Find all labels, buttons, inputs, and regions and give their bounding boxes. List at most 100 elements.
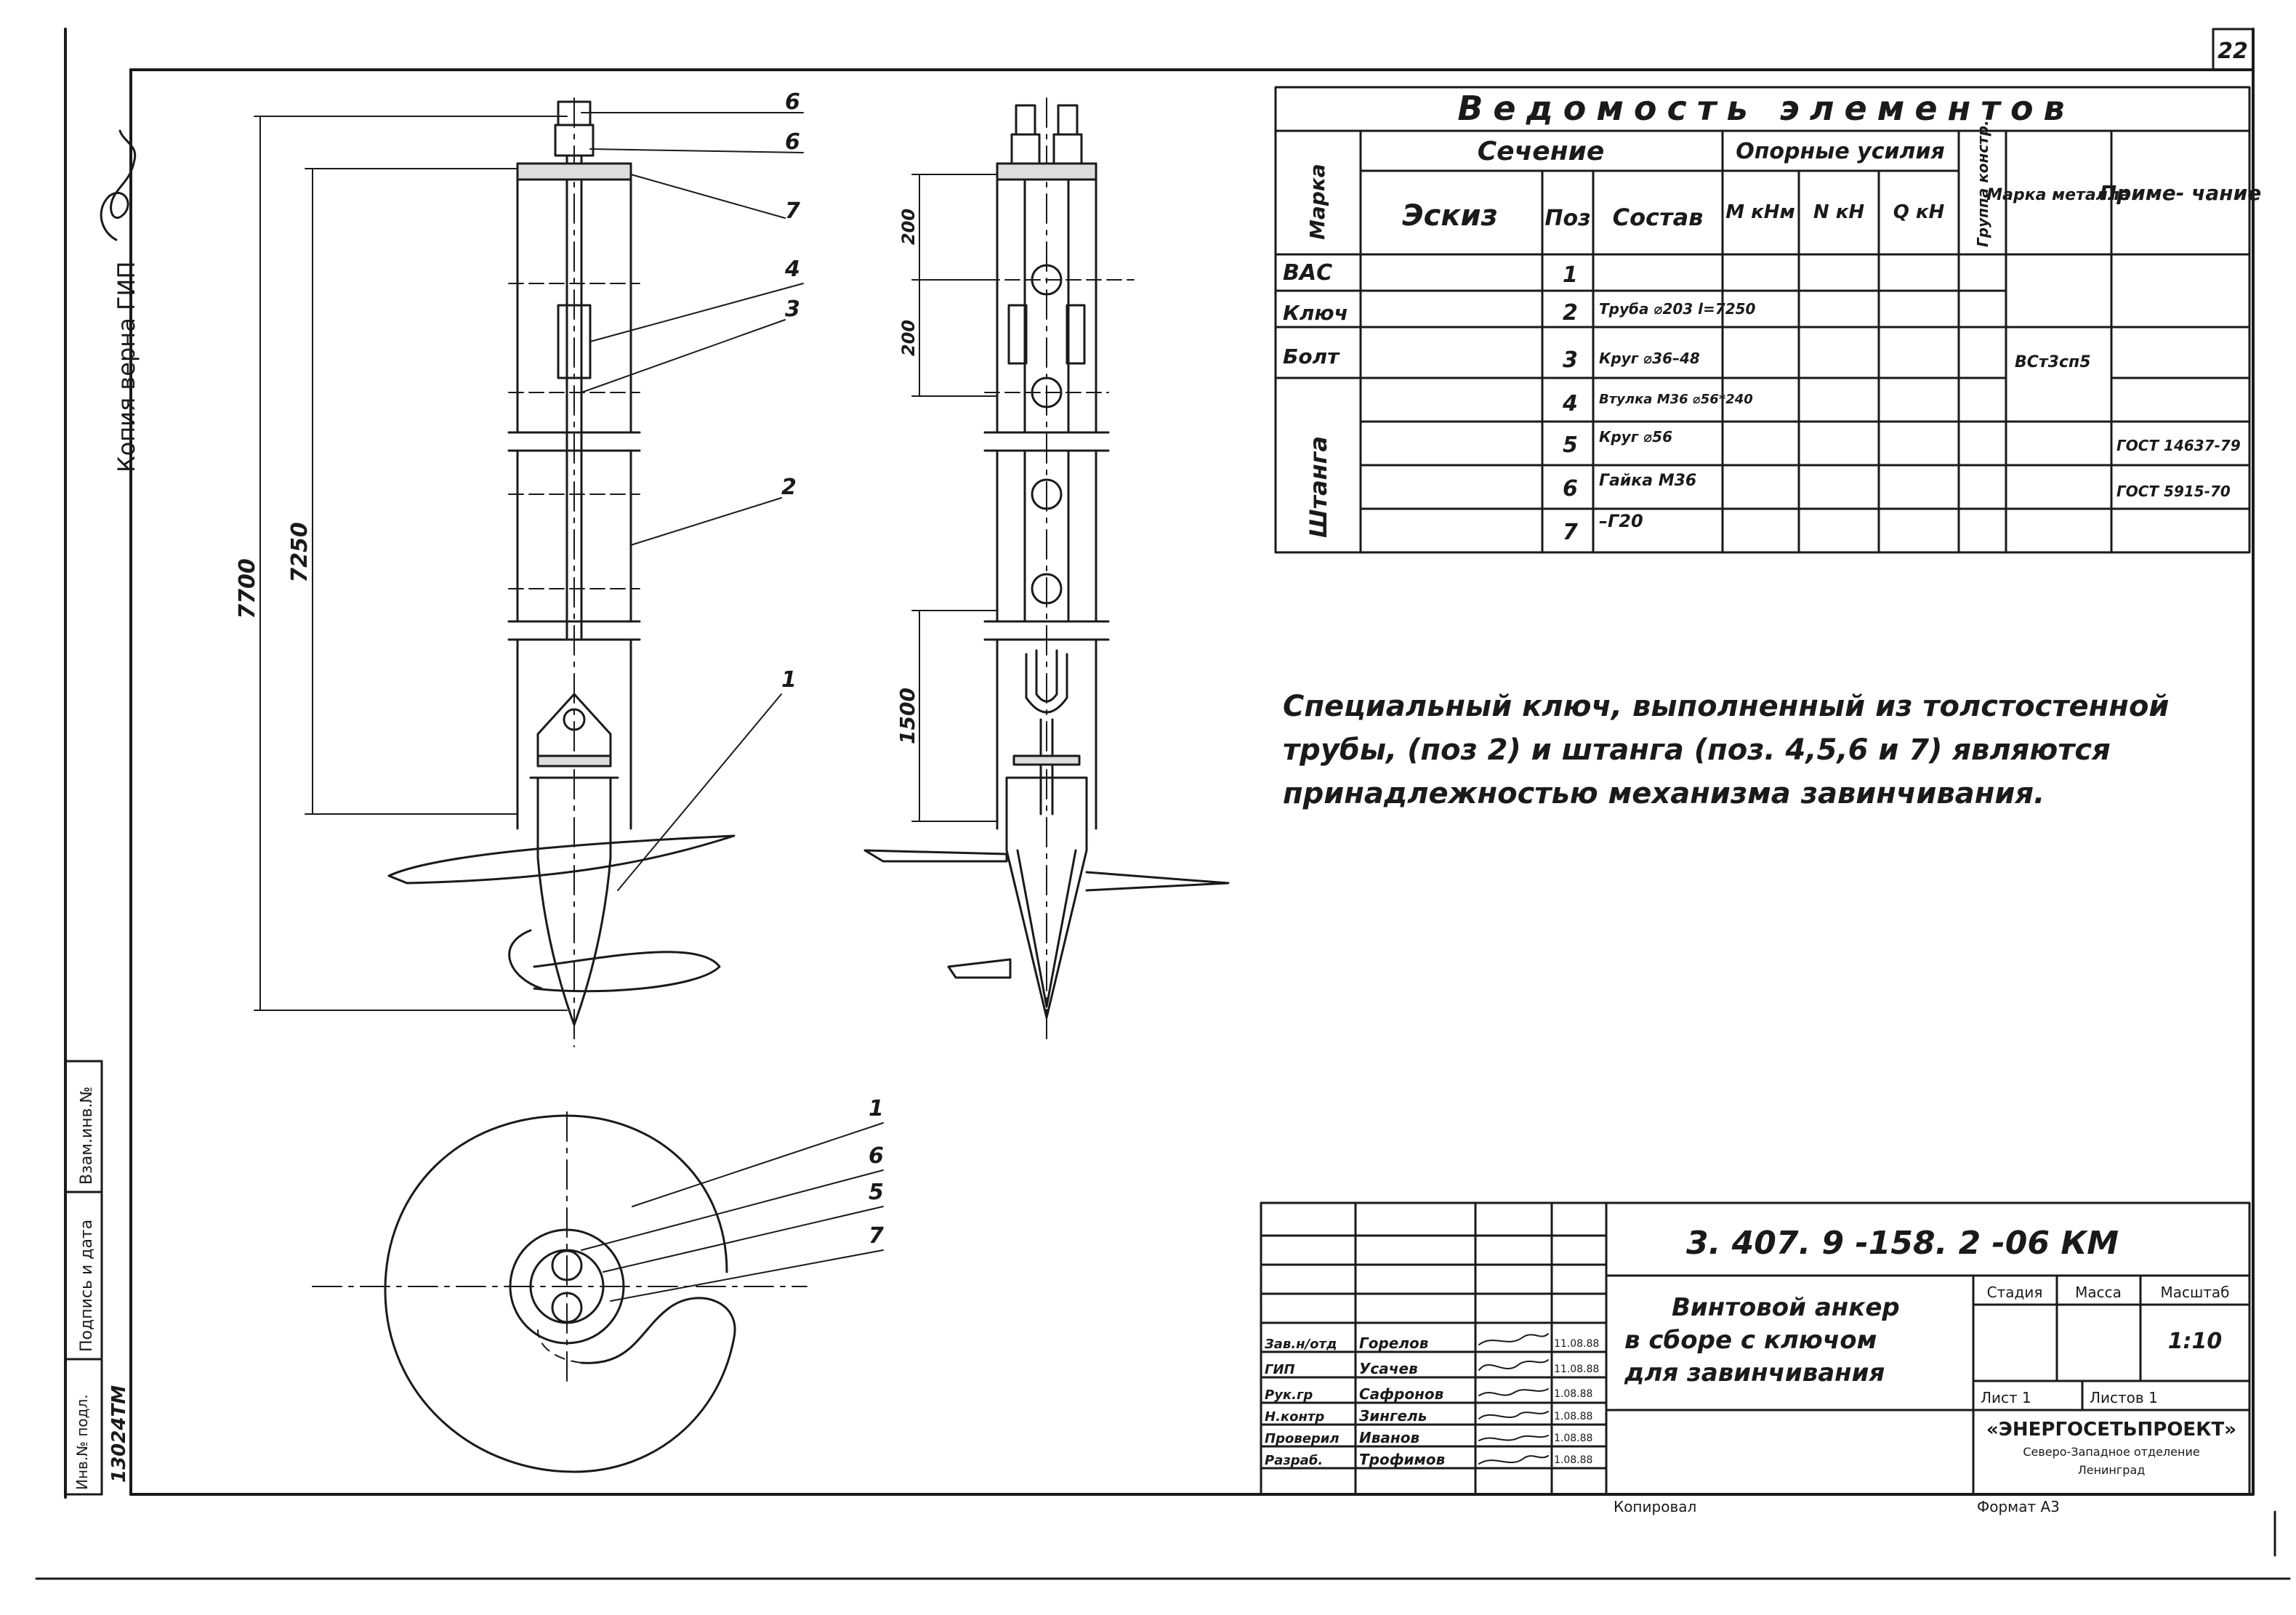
row-pos: 6 xyxy=(1563,476,1578,502)
row-pos: 4 xyxy=(1562,391,1578,416)
plan-label-5: 5 xyxy=(869,1180,884,1205)
front-label-6b: 6 xyxy=(785,129,800,155)
mark-rod: Штанга xyxy=(1305,436,1332,538)
date: 1.08.88 xyxy=(1554,1433,1592,1444)
row-pos: 2 xyxy=(1563,300,1578,326)
date: 1.08.88 xyxy=(1554,1388,1592,1400)
row-comp: –Г20 xyxy=(1599,511,1643,531)
row-pos: 7 xyxy=(1563,520,1578,545)
row-comp: Гайка М36 xyxy=(1599,472,1696,490)
side-dim-top: 200 xyxy=(898,209,919,245)
note-block: Специальный ключ, выполненный из толстос… xyxy=(1283,690,2169,810)
plan-view xyxy=(312,1111,884,1473)
side-copy-stamp: Копия верна ГИП xyxy=(100,129,140,472)
role: Рук.гр xyxy=(1265,1388,1313,1403)
header-mark: Марка xyxy=(1305,164,1329,240)
role: Зав.н/отд xyxy=(1264,1337,1337,1352)
header-q: Q кН xyxy=(1893,201,1945,223)
date: 1.08.88 xyxy=(1554,1411,1592,1422)
gip-signature-mark xyxy=(100,129,137,241)
front-view xyxy=(254,97,804,1047)
row-comp: Круг ⌀56 xyxy=(1599,428,1672,446)
doc-code: 3. 407. 9 -158. 2 -06 КМ xyxy=(1686,1225,2119,1262)
side-dim-bottom: 1500 xyxy=(895,688,919,744)
sheet-label: Лист 1 xyxy=(1981,1389,2031,1406)
note-line-2: трубы, (поз 2) и штанга (поз. 4,5,6 и 7)… xyxy=(1283,733,2111,767)
date: 11.08.88 xyxy=(1554,1338,1599,1350)
scale-value: 1:10 xyxy=(2168,1329,2223,1354)
role: Разраб. xyxy=(1265,1453,1323,1468)
side-fields xyxy=(64,1060,103,1496)
role: Н.контр xyxy=(1265,1409,1324,1425)
table-title: Ведомость элементов xyxy=(1457,89,2074,128)
steel-grade: ВСт3сп5 xyxy=(2015,353,2091,371)
title-block xyxy=(1260,1201,2251,1496)
sheet-frame xyxy=(35,28,2291,1580)
name: Сафронов xyxy=(1359,1385,1443,1403)
org-name: «ЭНЕРГОСЕТЬПРОЕКТ» xyxy=(1986,1419,2236,1441)
row-pos: 5 xyxy=(1563,432,1578,458)
signature-scribbles xyxy=(1478,1333,1549,1465)
stamp-title-2: в сборе с ключом xyxy=(1624,1326,1877,1355)
mark-key: Ключ xyxy=(1283,301,1348,325)
side-field-sign-date: Подпись и дата xyxy=(78,1220,96,1352)
header-m: M кНм xyxy=(1725,201,1795,223)
name: Усачев xyxy=(1359,1360,1418,1377)
front-label-1: 1 xyxy=(781,667,797,693)
header-group: Группа констр. xyxy=(1974,120,1991,247)
table-rows: 1 2 Труба ⌀203 l=7250 3 Круг ⌀36–48 4 Вт… xyxy=(1562,262,1756,545)
row-comp: Труба ⌀203 l=7250 xyxy=(1599,300,1756,318)
mass-label: Масса xyxy=(2075,1284,2122,1301)
side-field-replace: Взам.инв.№ xyxy=(78,1087,96,1185)
front-label-2: 2 xyxy=(781,475,797,500)
stamp-signers: Зав.н/отд ГИП Рук.гр Н.контр Проверил Ра… xyxy=(1264,1334,1599,1468)
note-gost-1: ГОСТ 14637-79 xyxy=(2116,437,2241,454)
org-sub-1: Северо-Западное отделение xyxy=(2023,1445,2199,1459)
scale-label: Масштаб xyxy=(2160,1284,2229,1301)
org-sub-2: Ленинград xyxy=(2078,1463,2146,1477)
format-label: Формат А3 xyxy=(1977,1498,2060,1515)
header-n: N кН xyxy=(1813,201,1864,223)
front-label-6a: 6 xyxy=(785,89,800,115)
sheets-label: Листов 1 xyxy=(2090,1389,2158,1406)
row-pos: 1 xyxy=(1563,262,1578,288)
side-field-inv-number: 13024ТМ xyxy=(108,1385,130,1483)
header-sketch: Эскиз xyxy=(1402,199,1497,233)
row-pos: 3 xyxy=(1563,347,1578,373)
side-view xyxy=(863,97,1230,1040)
mark-vas: ВАС xyxy=(1283,260,1332,286)
row-comp: Втулка М36 ⌀56*240 xyxy=(1599,392,1753,407)
elements-table xyxy=(1274,86,2251,554)
note-gost-2: ГОСТ 5915-70 xyxy=(2116,483,2231,500)
plan-label-6: 6 xyxy=(869,1143,884,1169)
name: Трофимов xyxy=(1359,1451,1445,1468)
page-number: 22 xyxy=(2218,39,2248,64)
header-pos: Поз xyxy=(1544,206,1590,231)
stamp-title-1: Винтовой анкер xyxy=(1672,1293,1900,1322)
header-section: Сечение xyxy=(1478,137,1604,166)
name: Иванов xyxy=(1359,1429,1419,1446)
front-label-4: 4 xyxy=(784,257,800,282)
plan-label-7: 7 xyxy=(869,1223,884,1249)
front-label-3: 3 xyxy=(785,297,800,322)
note-line-3: принадлежностью механизма завинчивания. xyxy=(1283,777,2045,810)
side-copy-text: Копия верна ГИП xyxy=(113,261,140,472)
side-field-inv: Инв.№ подл. xyxy=(73,1394,91,1490)
header-steel: Марка металла xyxy=(1986,186,2130,204)
date: 1.08.88 xyxy=(1554,1454,1592,1466)
dim-total: 7700 xyxy=(235,558,260,619)
header-note: Приме- чание xyxy=(2100,181,2261,205)
header-composition: Состав xyxy=(1613,204,1704,231)
stamp-title-3: для завинчивания xyxy=(1624,1358,1885,1388)
mark-bolt: Болт xyxy=(1283,345,1340,368)
name: Горелов xyxy=(1359,1334,1428,1352)
name: Зингель xyxy=(1358,1407,1427,1425)
note-line-1: Специальный ключ, выполненный из толстос… xyxy=(1283,690,2169,723)
copied-by: Копировал xyxy=(1614,1498,1696,1515)
row-comp: Круг ⌀36–48 xyxy=(1599,350,1700,367)
plan-label-1: 1 xyxy=(869,1096,884,1121)
dim-key: 7250 xyxy=(287,522,313,583)
header-forces: Опорные усилия xyxy=(1736,139,1945,164)
role: ГИП xyxy=(1265,1362,1295,1377)
